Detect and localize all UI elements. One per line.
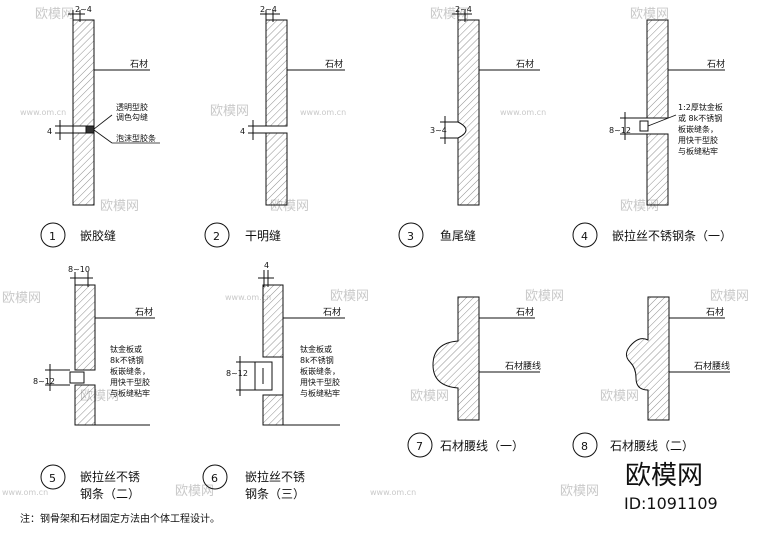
watermark-site: www.om.cn [300, 108, 346, 117]
detail-4-note-line: 1:2厚钛金板 [678, 102, 723, 112]
detail-4-stone-label: 石材 [707, 58, 725, 70]
detail-1-dim-top: 2~4 [75, 5, 92, 14]
detail-5-note-line: 钛金板或 [110, 344, 142, 354]
detail-6-dim-side: 8~12 [226, 369, 248, 378]
watermark-site: www.om.cn [225, 293, 271, 302]
watermark-brand: 欧模网 [35, 7, 74, 22]
detail-3 [398, 10, 540, 248]
watermark-brand: 欧模网 [600, 389, 639, 404]
detail-5-dim-side: 8~12 [33, 377, 55, 386]
detail-1-note-line: 透明型胶 [116, 102, 148, 112]
watermark-site: www.om.cn [370, 488, 416, 497]
detail-7-number: 7 [416, 440, 423, 453]
detail-6-note-line: 用快干型胶 [300, 377, 340, 387]
detail-6-title-line: 钢条（三） [245, 487, 305, 501]
detail-2 [204, 10, 345, 248]
watermark-brand: 欧模网 [430, 7, 469, 22]
brand-name: 欧模网 [625, 461, 703, 491]
detail-1-number: 1 [49, 230, 56, 243]
detail-6-note-line: 与板缝粘牢 [300, 388, 340, 398]
watermark-layer: 欧模网 欧模网 欧模网 欧模网 www.om.cn www.om.cn www.… [2, 7, 749, 499]
detail-7-title: 石材腰线（一） [440, 439, 524, 453]
footnote: 注：钢骨架和石材固定方法由个体工程设计。 [20, 512, 220, 525]
detail-4-title: 嵌拉丝不锈钢条（一） [612, 228, 732, 243]
watermark-brand: 欧模网 [410, 389, 449, 404]
watermark-brand: 欧模网 [330, 289, 369, 304]
detail-5-note-line: 板嵌缝条， [110, 366, 150, 376]
detail-6-dim-top: 4 [264, 261, 269, 270]
watermark-site: www.om.cn [2, 488, 48, 497]
detail-6-note-line: 8k不锈钢 [300, 355, 334, 365]
detail-5-title-line: 嵌拉丝不锈 [80, 469, 140, 484]
watermark-site: www.om.cn [20, 108, 66, 117]
detail-1-note-line: 调色勾缝 [116, 112, 148, 122]
detail-4-note-line: 与板缝粘牢 [678, 146, 718, 156]
detail-6-stone-label: 石材 [323, 306, 341, 318]
detail-4-note-line: 板嵌缝条， [678, 124, 718, 134]
detail-8-label2: 石材腰线 [694, 360, 730, 372]
detail-3-stone-label: 石材 [516, 58, 534, 70]
detail-1-note2: 泡沫型胶条 [116, 133, 156, 143]
detail-5-note-line: 与板缝粘牢 [110, 388, 150, 398]
brand-id: ID:1091109 [624, 494, 718, 513]
detail-3-dim-side: 3~4 [430, 126, 447, 135]
detail-5-note-line: 8k不锈钢 [110, 355, 144, 365]
detail-8-title: 石材腰线（二） [610, 439, 694, 453]
detail-7-label2: 石材腰线 [505, 360, 541, 372]
detail-2-dim-top: 2~4 [260, 5, 277, 14]
watermark-brand: 欧模网 [710, 289, 749, 304]
detail-5-dim-top: 8~10 [68, 265, 90, 274]
detail-6 [202, 270, 345, 490]
detail-8-number: 8 [581, 440, 588, 453]
detail-5 [40, 272, 155, 490]
detail-5-note-line: 用快干型胶 [110, 377, 150, 387]
detail-5-number: 5 [49, 472, 56, 485]
detail-8 [572, 296, 730, 458]
detail-5-title-line: 钢条（二） [80, 487, 140, 501]
detail-6-note-line: 板嵌缝条， [300, 366, 340, 376]
detail-6-note-line: 钛金板或 [300, 344, 332, 354]
detail-4-number: 4 [581, 230, 588, 243]
watermark-brand: 欧模网 [210, 104, 249, 119]
detail-2-number: 2 [213, 230, 220, 243]
detail-7 [407, 296, 540, 458]
detail-4-dim-side: 8~12 [609, 126, 631, 135]
watermark-brand: 欧模网 [560, 484, 599, 499]
detail-4-note-line: 或 8k不锈钢 [678, 113, 722, 123]
detail-5-stone-label: 石材 [135, 306, 153, 318]
watermark-brand: 欧模网 [175, 484, 214, 499]
watermark-brand: 欧模网 [630, 7, 669, 22]
detail-3-title: 鱼尾缝 [440, 228, 476, 243]
detail-3-dim-top: 2~4 [455, 5, 472, 14]
detail-2-title: 干明缝 [245, 228, 281, 243]
detail-4-note-line: 用快干型胶 [678, 135, 718, 145]
watermark-brand: 欧模网 [525, 289, 564, 304]
detail-1-dim-side: 4 [47, 127, 52, 136]
detail-1 [40, 10, 160, 248]
detail-1-stone-label: 石材 [130, 58, 148, 70]
detail-8-stone-label: 石材 [706, 306, 724, 318]
watermark-brand: 欧模网 [100, 199, 139, 214]
detail-1-title: 嵌胶缝 [80, 228, 116, 243]
detail-7-stone-label: 石材 [516, 306, 534, 318]
watermark-site: www.om.cn [500, 108, 546, 117]
detail-6-title-line: 嵌拉丝不锈 [245, 469, 305, 484]
detail-2-stone-label: 石材 [325, 58, 343, 70]
detail-3-number: 3 [407, 230, 414, 243]
detail-6-number: 6 [211, 472, 218, 485]
detail-2-dim-side: 4 [240, 127, 245, 136]
detail-4 [572, 19, 725, 248]
watermark-brand: 欧模网 [2, 291, 41, 306]
